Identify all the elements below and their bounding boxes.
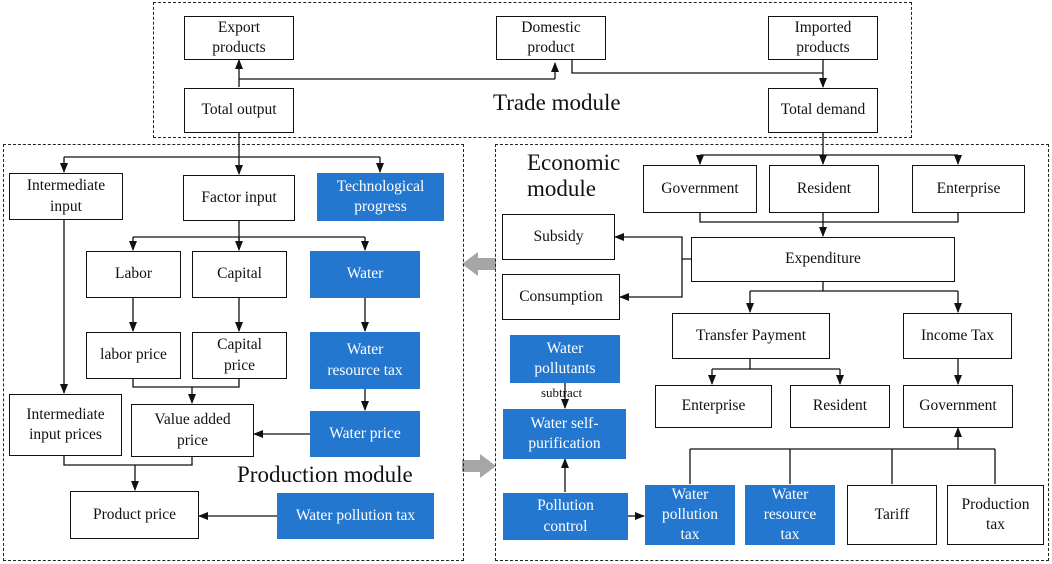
technological-progress-box: Technological progress <box>317 173 444 221</box>
trade-module-title: Trade module <box>493 90 621 115</box>
water-self-purification-box: Water self- purification <box>503 409 626 459</box>
labor-box: Labor <box>86 251 181 298</box>
export-products-box: Export products <box>184 16 294 60</box>
total-demand-box: Total demand <box>768 88 878 133</box>
connector-factor-prices-join <box>132 379 240 388</box>
product-price-box: Product price <box>70 491 199 539</box>
water-pollutants-box: Water pollutants <box>510 335 620 383</box>
value-added-price-box: Value added price <box>131 404 254 457</box>
intermediate-input-prices-box: Intermediate input prices <box>9 394 122 456</box>
production-tax-box: Production tax <box>947 485 1044 545</box>
capital-box: Capital <box>192 251 287 298</box>
enterprise-box: Enterprise <box>912 165 1025 213</box>
connector-prices-join <box>63 456 193 466</box>
water-pollution-tax-box: Water pollution tax <box>277 493 434 539</box>
arrow-economic-to-production <box>462 252 496 276</box>
arrow-production-to-economic <box>462 454 496 478</box>
labor-price-box: labor price <box>86 332 181 379</box>
connector-expenditure-to-consumption <box>619 259 683 301</box>
intermediate-input-box: Intermediate input <box>9 173 123 220</box>
connector-domestic-to-demand <box>571 60 823 74</box>
economic-module-region <box>495 144 1049 561</box>
trade-connectors <box>235 59 827 175</box>
production-module-title: Production module <box>237 462 413 487</box>
government-box: Government <box>643 165 757 213</box>
pollution-control-box: Pollution control <box>503 493 628 540</box>
connector-expenditure-to-subsidy <box>614 233 691 260</box>
water-box: Water <box>310 251 420 298</box>
transfer-payment-box: Transfer Payment <box>672 313 830 359</box>
water-price-box: Water price <box>310 411 420 457</box>
water-resource-tax-econ-box: Water resource tax <box>745 485 835 545</box>
resident-2-box: Resident <box>790 385 890 428</box>
capital-price-box: Capital price <box>192 332 287 379</box>
connector-agents-join <box>699 213 959 223</box>
income-tax-box: Income Tax <box>903 313 1012 359</box>
water-resource-tax-box: Water resource tax <box>310 332 420 389</box>
module-arrows <box>462 252 496 478</box>
production-module-region <box>3 144 464 561</box>
trade-module-region <box>153 2 912 138</box>
expenditure-box: Expenditure <box>691 237 955 282</box>
economic-module-title: Economic module <box>527 150 621 201</box>
production-connectors <box>60 156 384 520</box>
government-2-box: Government <box>903 385 1013 428</box>
total-output-box: Total output <box>184 88 294 133</box>
enterprise-2-box: Enterprise <box>655 385 772 428</box>
subsidy-box: Subsidy <box>502 214 615 260</box>
tariff-box: Tariff <box>847 485 937 545</box>
domestic-product-box: Domestic product <box>496 16 606 60</box>
imported-products-box: Imported products <box>768 16 878 60</box>
factor-input-box: Factor input <box>183 175 295 221</box>
water-pollution-tax-econ-box: Water pollution tax <box>645 485 735 545</box>
consumption-box: Consumption <box>502 274 620 320</box>
subtract-label: subtract <box>541 385 583 400</box>
resident-box: Resident <box>769 165 879 213</box>
economic-connectors <box>561 154 996 520</box>
